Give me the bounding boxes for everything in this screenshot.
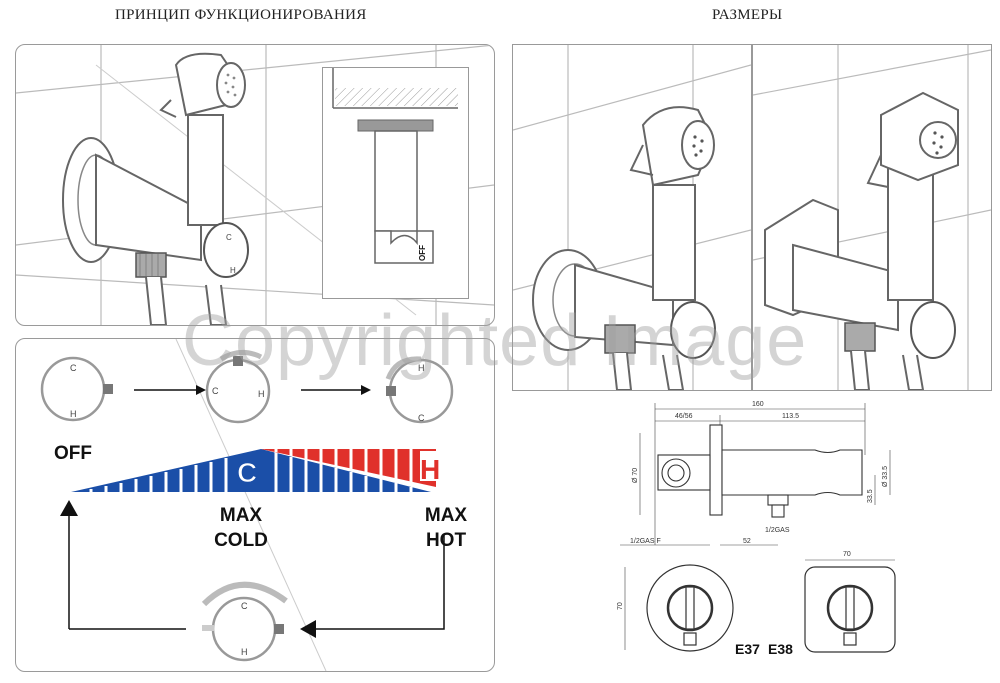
svg-text:H: H — [418, 363, 425, 373]
watermark: Copyrighted Image — [182, 301, 808, 381]
dim-outlet-thread: 1/2GAS — [765, 527, 790, 534]
dim-flange-diameter: Ø 70 — [632, 468, 639, 483]
cold-wedge — [71, 449, 261, 493]
svg-text:H: H — [258, 389, 265, 399]
dim-holder-diameter: Ø 33.5 — [882, 466, 889, 487]
dim-flange-depth: 46/56 — [675, 413, 693, 420]
label-off: OFF — [54, 443, 92, 464]
installation-panel: C H OFF — [15, 44, 495, 326]
hose — [145, 276, 168, 325]
model-label-square: E38 — [768, 641, 793, 657]
heading-operating-principle: ПРИНЦИП ФУНКЦИОНИРОВАНИЯ — [115, 7, 367, 23]
dial-cold: C H — [205, 350, 271, 424]
svg-text:H: H — [70, 409, 77, 419]
dim-inlet-thread: 1/2GAS F — [630, 538, 661, 545]
bar-letter-cold: C — [237, 457, 257, 488]
render-square-model — [752, 44, 992, 391]
dim-front-width: 70 — [843, 551, 851, 558]
knob-letter-h: H — [230, 266, 236, 275]
dial-hot: H C — [385, 356, 454, 424]
dim-holder-offset: 33.5 — [867, 489, 874, 503]
front-view-square — [804, 566, 896, 653]
label-max-cold: MAX COLD — [214, 505, 268, 551]
knob-letter-c: C — [226, 233, 232, 242]
svg-text:C: C — [418, 413, 425, 423]
svg-text:C: C — [241, 601, 248, 611]
bar-letter-hot: H — [420, 454, 440, 485]
dim-total-length: 160 — [752, 401, 764, 408]
hot-wedge — [261, 448, 436, 487]
inset-off-label: OFF — [418, 245, 427, 261]
label-max-hot: MAX HOT — [424, 505, 468, 551]
mixed-wedge — [261, 449, 431, 493]
heading-dimensions: РАЗМЕРЫ — [712, 7, 783, 23]
operation-panel: C H C H H C — [15, 338, 495, 672]
operation-illustration: C H C H H C — [40, 339, 454, 671]
installation-illustration: C H — [16, 45, 494, 325]
dial-off: C H — [40, 356, 113, 422]
dial-return: C H — [201, 581, 288, 662]
dim-front-height: 70 — [617, 602, 624, 610]
knurled-nut — [135, 252, 167, 278]
svg-text:C: C — [70, 363, 77, 373]
dim-body-length: 113.5 — [782, 413, 799, 420]
holder-detail-inset: OFF — [322, 67, 469, 299]
svg-text:H: H — [241, 647, 248, 657]
dim-outlet-offset: 52 — [743, 538, 751, 545]
front-view-round — [646, 564, 734, 652]
mixer-knob — [203, 222, 249, 278]
svg-text:C: C — [212, 386, 219, 396]
side-view-outline — [657, 424, 863, 518]
technical-drawings: 160 46/56 113.5 Ø 70 Ø 33.5 33.5 1/2GAS … — [617, 401, 896, 657]
model-label-round: E37 — [735, 641, 760, 657]
render-round-model — [512, 44, 752, 391]
